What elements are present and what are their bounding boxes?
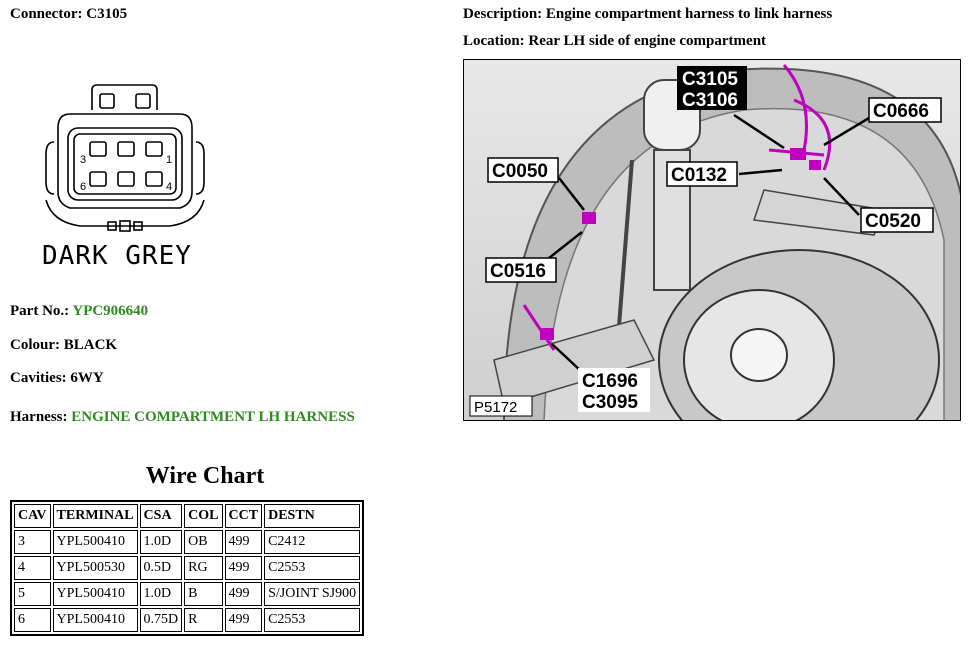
wire-chart-title: Wire Chart [145, 463, 265, 489]
callout-c0520: C0520 [865, 211, 921, 232]
pin-label-6: 6 [80, 181, 86, 193]
cell-destn: C2553 [264, 608, 361, 632]
cell-csa: 1.0D [139, 530, 183, 554]
cell-destn: S/JOINT SJ900 [264, 582, 361, 606]
callout-c0132: C0132 [671, 165, 727, 186]
description-line: Description: Engine compartment harness … [463, 6, 832, 23]
table-row: 5 YPL500410 1.0D B 499 S/JOINT SJ900 [14, 582, 361, 606]
connector-pinout-diagram: 3 1 6 4 DARK GREY [42, 84, 205, 271]
description-label: Description: [463, 6, 543, 22]
cell-col: RG [184, 556, 223, 580]
cell-cct: 499 [224, 582, 263, 606]
cell-col: R [184, 608, 223, 632]
cell-csa: 1.0D [139, 582, 183, 606]
col-header-destn: DESTN [264, 504, 361, 528]
callout-c0516: C0516 [490, 261, 546, 282]
wire-chart-header-row: CAV TERMINAL CSA COL CCT DESTN [14, 504, 361, 528]
callout-c3105: C3105 [682, 69, 738, 90]
cell-csa: 0.75D [139, 608, 183, 632]
colour-label: Colour: [10, 337, 60, 353]
cell-cct: 499 [224, 530, 263, 554]
engine-compartment-illustration: C3105 C3106 C0666 C0050 C0132 C0520 C051… [464, 60, 960, 420]
cell-terminal: YPL500530 [52, 556, 138, 580]
part-number-line: Part No.: YPC906640 [10, 303, 148, 320]
table-row: 6 YPL500410 0.75D R 499 C2553 [14, 608, 361, 632]
colour-line: Colour: BLACK [10, 337, 117, 354]
callout-c1696: C1696 [582, 371, 638, 392]
cell-destn: C2553 [264, 556, 361, 580]
figure-reference: P5172 [474, 399, 517, 416]
harness-line: Harness: ENGINE COMPARTMENT LH HARNESS [10, 409, 355, 426]
cavities-line: Cavities: 6WY [10, 370, 104, 387]
pin-label-1: 1 [166, 154, 172, 166]
cell-csa: 0.5D [139, 556, 183, 580]
cell-cav: 3 [14, 530, 51, 554]
table-row: 3 YPL500410 1.0D OB 499 C2412 [14, 530, 361, 554]
connector-title: Connector: C3105 [10, 6, 127, 23]
location-label: Location: [463, 33, 525, 49]
col-header-cct: CCT [224, 504, 263, 528]
part-label: Part No.: [10, 303, 70, 319]
cell-cav: 4 [14, 556, 51, 580]
cell-destn: C2412 [264, 530, 361, 554]
cell-terminal: YPL500410 [52, 608, 138, 632]
cell-col: OB [184, 530, 223, 554]
location-line: Location: Rear LH side of engine compart… [463, 33, 766, 50]
callout-c3095: C3095 [582, 392, 638, 413]
cavities-label: Cavities: [10, 370, 67, 386]
callout-c0050: C0050 [492, 161, 548, 182]
col-header-cav: CAV [14, 504, 51, 528]
harness-label: Harness: [10, 409, 68, 425]
colour-value: BLACK [63, 337, 118, 353]
cell-col: B [184, 582, 223, 606]
connector-location-image: C3105 C3106 C0666 C0050 C0132 C0520 C051… [463, 59, 961, 421]
wire-chart-table: CAV TERMINAL CSA COL CCT DESTN 3 YPL5004… [10, 500, 365, 636]
callout-c3106: C3106 [682, 90, 738, 111]
harness-link[interactable]: ENGINE COMPARTMENT LH HARNESS [71, 409, 355, 425]
part-number-link[interactable]: YPC906640 [72, 303, 149, 319]
col-header-csa: CSA [139, 504, 183, 528]
cell-terminal: YPL500410 [52, 530, 138, 554]
col-header-terminal: TERMINAL [52, 504, 138, 528]
connector-value: C3105 [86, 6, 128, 22]
cell-cct: 499 [224, 556, 263, 580]
connector-colour-text: DARK GREY [42, 241, 192, 271]
cell-terminal: YPL500410 [52, 582, 138, 606]
callout-c0666: C0666 [873, 101, 929, 122]
cell-cav: 6 [14, 608, 51, 632]
description-value: Engine compartment harness to link harne… [545, 6, 833, 22]
connector-label: Connector: [10, 6, 83, 22]
cell-cct: 499 [224, 608, 263, 632]
cavities-value: 6WY [70, 370, 104, 386]
pin-label-3: 3 [80, 154, 86, 166]
cell-cav: 5 [14, 582, 51, 606]
table-row: 4 YPL500530 0.5D RG 499 C2553 [14, 556, 361, 580]
location-value: Rear LH side of engine compartment [528, 33, 767, 49]
pin-label-4: 4 [166, 181, 172, 193]
col-header-col: COL [184, 504, 223, 528]
